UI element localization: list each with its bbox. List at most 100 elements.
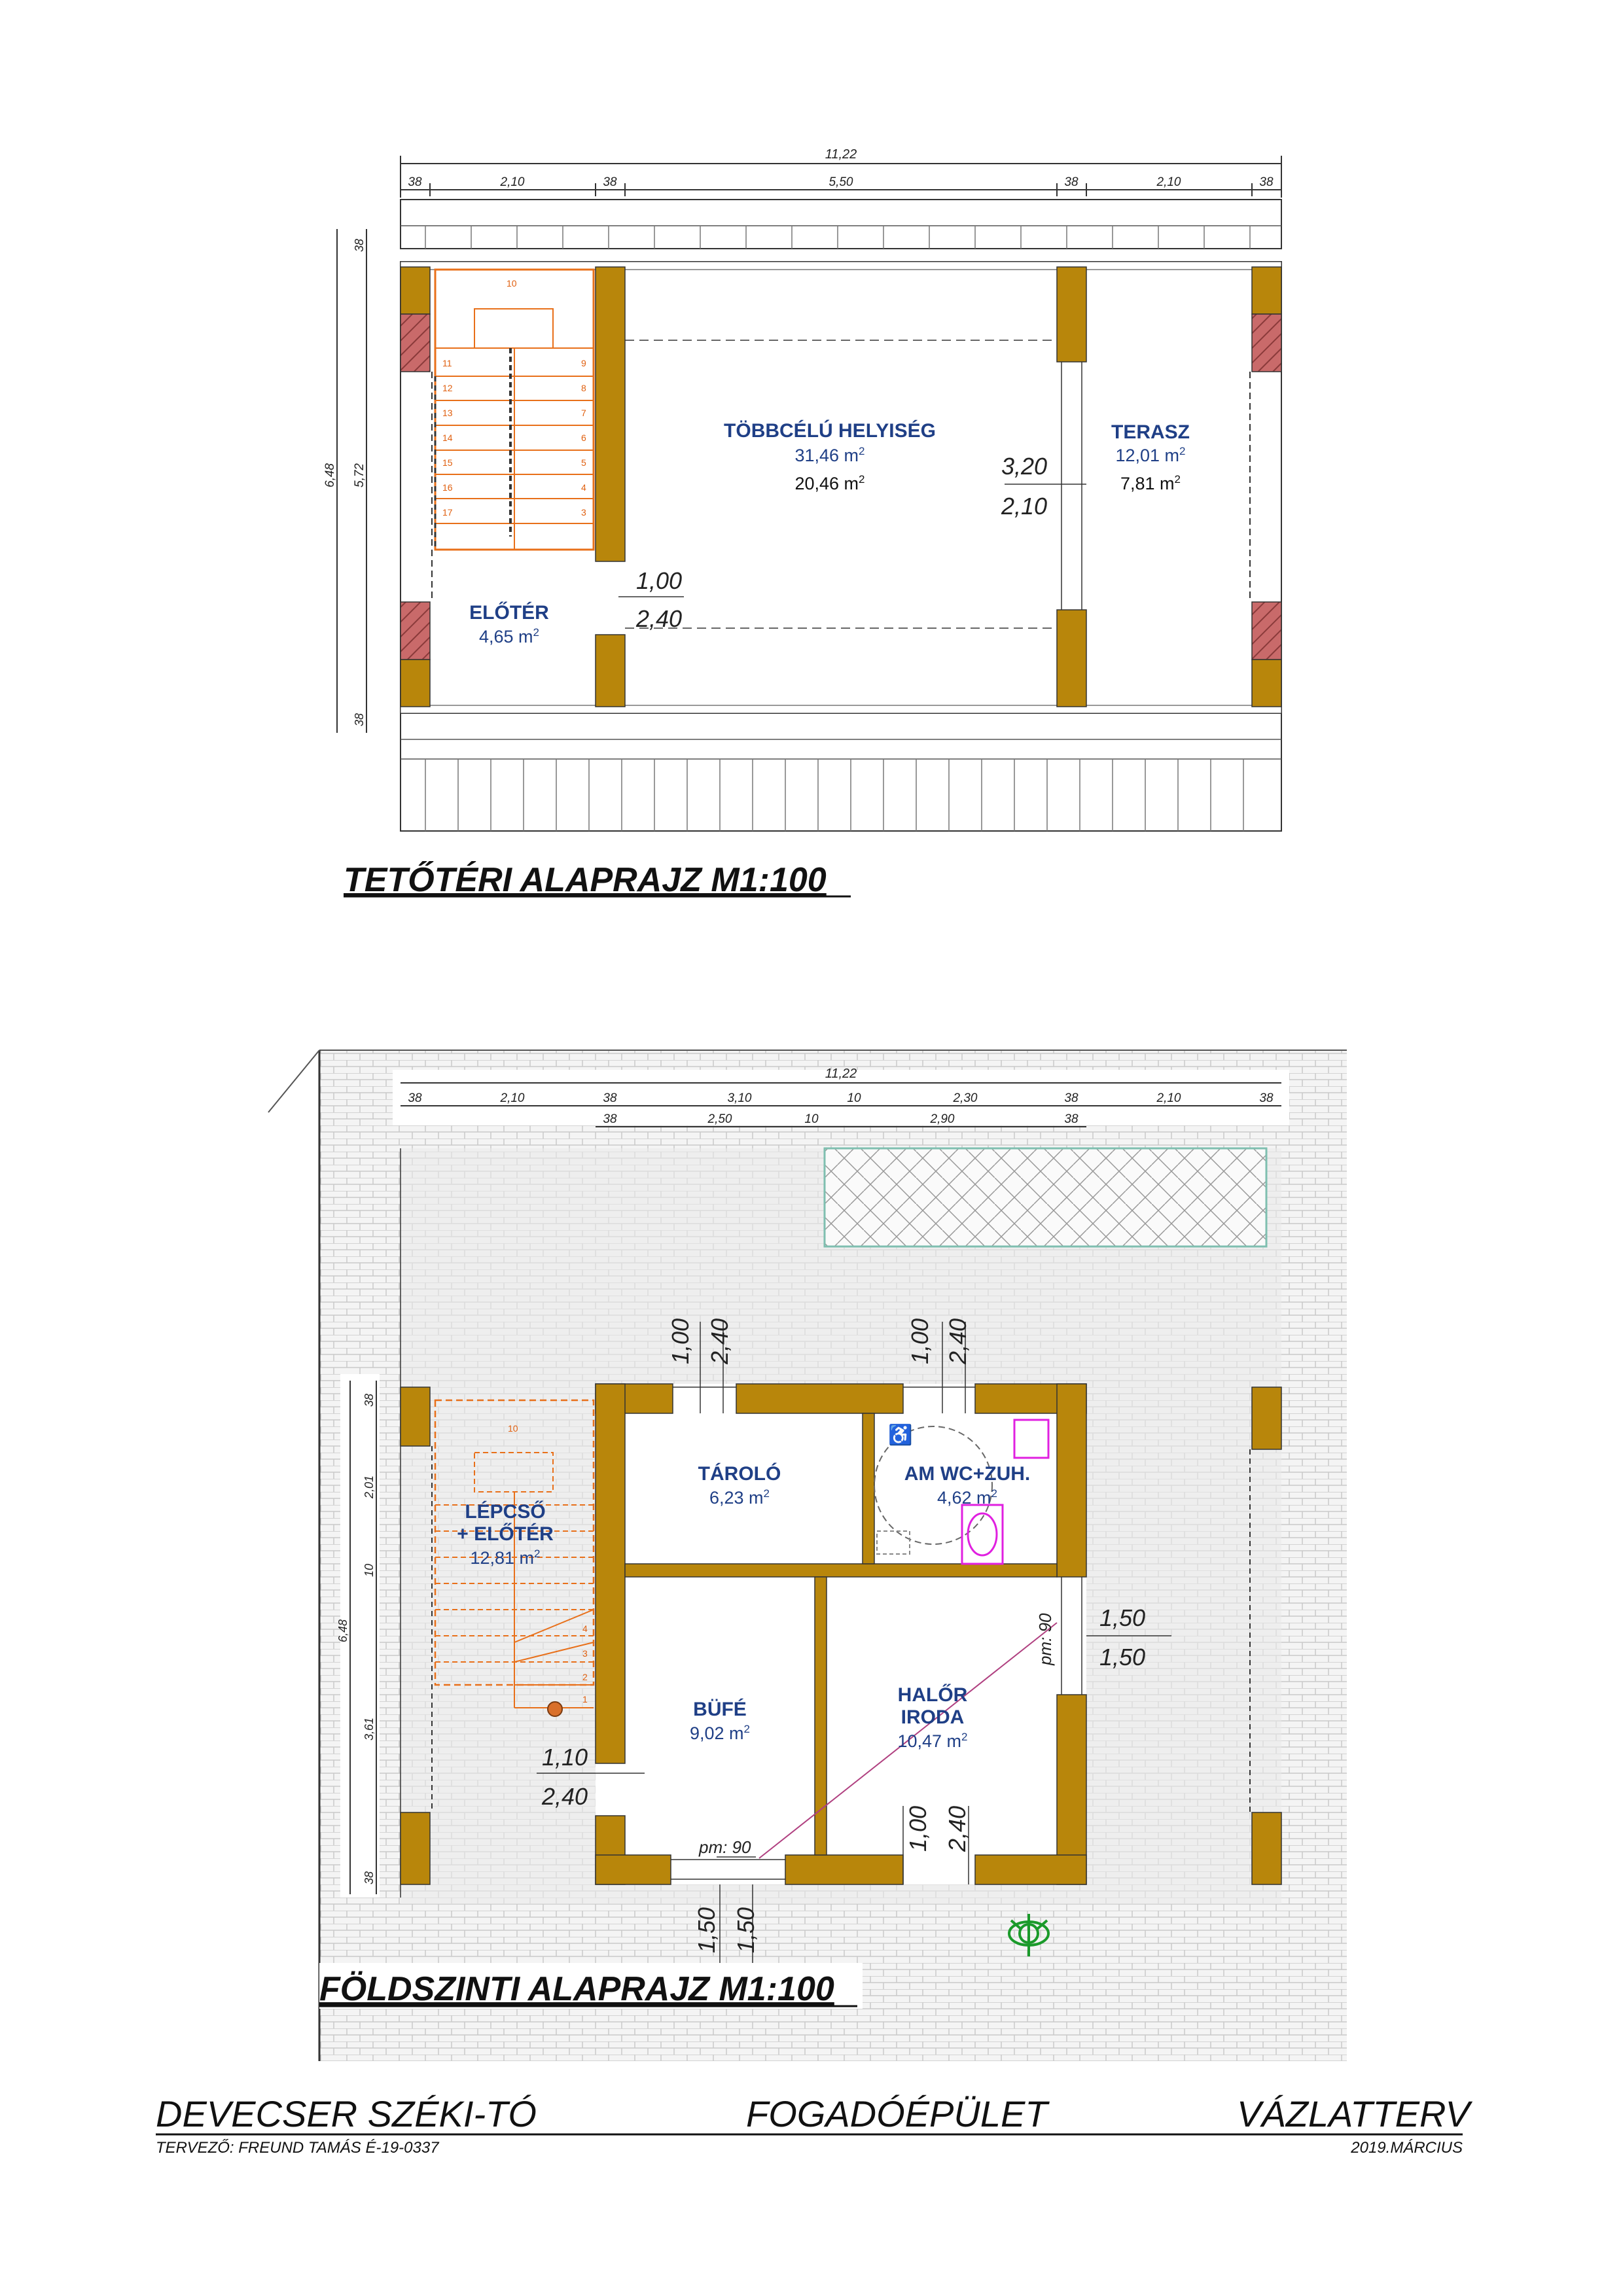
upper-stair: 10 11 12 13 14 15 16 17 9 8 7 6 5 4 3 — [434, 268, 595, 551]
upper-stair-top: 10 — [507, 278, 517, 289]
dim-total-upper: 11,22 — [825, 147, 857, 162]
door-dim-office-2: 2,40 — [944, 1806, 971, 1852]
upper-step-l0: 11 — [442, 358, 452, 368]
ground-floor-plan: 11,22 38 2,10 38 3,10 10 2,30 38 2,10 38… — [268, 1050, 1347, 2061]
window-dim-bottom-1: 1,50 — [693, 1907, 720, 1953]
window-dim-bottom-2: 1,50 — [732, 1907, 759, 1953]
dim-left-upper-2: 5,72 — [353, 463, 366, 487]
room-area-storage: 6,23 m2 — [709, 1487, 770, 1508]
dim-top1-6: 38 — [1064, 1091, 1079, 1105]
dim-top-upper-2: 38 — [603, 175, 617, 189]
dim-left-upper-0: 38 — [353, 239, 366, 252]
footer-stage: VÁZLATTERV — [1237, 2093, 1472, 2134]
door-dim-storage-2: 2,40 — [706, 1318, 733, 1365]
window-dim-right-1: 1,50 — [1099, 1604, 1145, 1631]
dim-top1-7: 2,10 — [1156, 1091, 1181, 1105]
door-dim-office-1: 1,00 — [904, 1806, 931, 1852]
door-dim-wc-1: 1,00 — [906, 1318, 933, 1364]
door-dim-wc-2: 2,40 — [944, 1318, 971, 1365]
person-figure-icon — [1008, 1914, 1050, 1956]
dim-top2-3: 2,90 — [930, 1112, 955, 1126]
upper-step-r6: 3 — [581, 507, 586, 518]
lower-step-3: 4 — [582, 1623, 588, 1634]
room-name-office-1: HALŐR — [898, 1684, 968, 1706]
upper-step-r5: 4 — [581, 482, 586, 493]
dim-top1-2: 38 — [603, 1091, 617, 1105]
room-area2-multipurpose: 20,46 m2 — [794, 473, 865, 493]
door-dim-upper-1: 1,00 — [636, 567, 682, 594]
door-dim-storage-1: 1,00 — [667, 1318, 694, 1364]
lower-step-0: 1 — [582, 1694, 588, 1704]
upper-step-l5: 16 — [442, 482, 453, 493]
dim-left-upper-1: 6,48 — [323, 463, 337, 487]
room-name-hall-upper: ELŐTÉR — [469, 601, 549, 624]
upper-step-r1: 8 — [581, 383, 586, 393]
dim-top2-2: 10 — [804, 1112, 819, 1126]
dim-top-upper-3: 5,50 — [829, 175, 853, 189]
dim-left-lower-3: 6,48 — [336, 1619, 349, 1642]
room-area-buffet: 9,02 m2 — [690, 1723, 750, 1743]
footer-location: DEVECSER SZÉKI-TÓ — [156, 2093, 537, 2134]
room-area-stair-hall: 12,81 m2 — [470, 1547, 540, 1568]
dim-left-lower-0: 38 — [363, 1394, 376, 1407]
dim-top-upper-1: 2,10 — [500, 175, 525, 189]
dim-left-lower-1: 2,01 — [363, 1475, 376, 1499]
upper-step-r2: 7 — [581, 408, 586, 418]
lower-stair: 10 1 2 3 4 — [434, 1399, 595, 1717]
room-name-terrace: TERASZ — [1111, 421, 1190, 443]
footer-building: FOGADÓÉPÜLET — [746, 2093, 1050, 2134]
dim-top-upper-0: 38 — [408, 175, 422, 189]
dim-top1-5: 2,30 — [953, 1091, 978, 1105]
window-dim-upper-1: 3,20 — [1001, 453, 1047, 480]
window-dim-upper-2: 2,10 — [1001, 493, 1047, 520]
lower-stair-top: 10 — [508, 1423, 518, 1434]
dim-left-lower-5: 38 — [363, 1871, 376, 1884]
wheelchair-icon: ♿ — [888, 1423, 912, 1446]
footer-designer: TERVEZŐ: FREUND TAMÁS É-19-0337 — [156, 2139, 440, 2157]
dim-top1-8: 38 — [1259, 1091, 1274, 1105]
room-name-wc: AM WC+ZUH. — [904, 1463, 1030, 1485]
upper-step-r0: 9 — [581, 358, 586, 368]
dim-top2-1: 2,50 — [707, 1112, 732, 1126]
room-area2-terrace: 7,81 m2 — [1120, 473, 1181, 493]
dim-top1-1: 2,10 — [500, 1091, 525, 1105]
upper-step-l1: 12 — [442, 383, 453, 393]
window-dim-right-2: 1,50 — [1099, 1644, 1145, 1670]
room-name-stair-hall-1: LÉPCSŐ — [465, 1500, 545, 1523]
title-block: DEVECSER SZÉKI-TÓ FOGADÓÉPÜLET VÁZLATTER… — [156, 2093, 1472, 2157]
lower-step-1: 2 — [582, 1672, 588, 1682]
dim-left-upper-3: 38 — [353, 713, 366, 726]
dim-left-lower-4: 3,61 — [363, 1718, 376, 1740]
dim-top1-4: 10 — [847, 1091, 861, 1105]
room-area-office: 10,47 m2 — [897, 1731, 967, 1751]
room-area1-terrace: 12,01 m2 — [1115, 445, 1185, 465]
upper-step-l4: 15 — [442, 457, 453, 468]
pm-label-bottom: pm: 90 — [698, 1837, 751, 1857]
room-area-wc: 4,62 m2 — [937, 1487, 997, 1508]
door-dim-stair-2: 2,40 — [541, 1783, 588, 1810]
upper-step-l6: 17 — [442, 507, 453, 518]
upper-step-l2: 13 — [442, 408, 453, 418]
upper-plan-title: TETŐTÉRI ALAPRAJZ M1:100 — [344, 861, 827, 899]
footer-date: 2019.MÁRCIUS — [1350, 2139, 1463, 2157]
room-area1-multipurpose: 31,46 m2 — [794, 445, 865, 465]
room-name-buffet: BÜFÉ — [693, 1698, 747, 1720]
lower-step-2: 3 — [582, 1648, 588, 1659]
room-name-office-2: IRODA — [901, 1706, 965, 1728]
door-dim-stair-1: 1,10 — [542, 1744, 588, 1771]
upper-step-l3: 14 — [442, 433, 453, 443]
pm-label-right: pm: 90 — [1035, 1613, 1055, 1666]
upper-step-r3: 6 — [581, 433, 586, 443]
door-dim-upper-2: 2,40 — [635, 605, 682, 632]
dim-top-upper-4: 38 — [1064, 175, 1079, 189]
room-area-hall-upper: 4,65 m2 — [479, 626, 539, 646]
dim-top1-3: 3,10 — [728, 1091, 752, 1105]
dim-top2-4: 38 — [1064, 1112, 1079, 1126]
room-name-multipurpose: TÖBBCÉLÚ HELYISÉG — [724, 419, 936, 442]
dim-top-upper-6: 38 — [1259, 175, 1274, 189]
dim-top2-0: 38 — [603, 1112, 617, 1126]
dim-top-upper-5: 2,10 — [1156, 175, 1181, 189]
dim-top1-0: 38 — [408, 1091, 422, 1105]
dim-left-lower-2: 10 — [363, 1564, 376, 1577]
